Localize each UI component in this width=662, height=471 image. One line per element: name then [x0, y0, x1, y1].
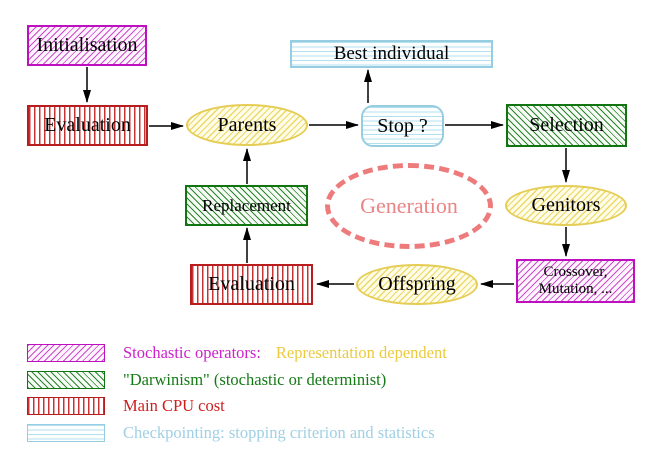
legend-stochastic-operators-label: Stochastic operators: [123, 343, 261, 363]
node-selection: Selection [506, 104, 627, 147]
legend-text-cpu-cost: Main CPU cost [123, 396, 225, 416]
legend: Stochastic operators: Representation depe… [27, 340, 447, 446]
legend-text-stochastic: Stochastic operators: Representation depe… [123, 343, 447, 363]
node-offspring: Offspring [356, 264, 478, 305]
node-initialisation-label: Initialisation [36, 34, 138, 56]
green-hatch-swatch [27, 370, 105, 389]
node-genitors-label: Genitors [531, 194, 601, 216]
legend-main-cpu-cost-label: Main CPU cost [123, 396, 225, 416]
cyan-stripes-swatch [27, 423, 105, 442]
legend-row-checkpointing: Checkpointing: stopping criterion and st… [27, 420, 447, 447]
legend-row-cpu-cost: Main CPU cost [27, 393, 447, 420]
node-parents-label: Parents [217, 113, 277, 136]
red-stripes-swatch [27, 397, 105, 416]
legend-row-darwinism: "Darwinism" (stochastic or determinist) [27, 367, 447, 394]
node-generation: Generation [325, 163, 493, 249]
node-parents: Parents [186, 104, 308, 146]
node-crossover-line1: Crossover, [543, 263, 608, 280]
node-offspring-label: Offspring [378, 273, 456, 295]
node-stop-label: Stop ? [377, 114, 428, 137]
legend-darwinism-label: "Darwinism" (stochastic or determinist) [123, 369, 387, 389]
node-evaluation-top-label: Evaluation [44, 114, 131, 136]
node-best-individual-label: Best individual [333, 43, 450, 65]
node-replacement-label: Replacement [202, 195, 291, 215]
node-genitors: Genitors [505, 185, 627, 226]
legend-row-stochastic: Stochastic operators: Representation depe… [27, 340, 447, 367]
magenta-hatch-swatch [27, 344, 105, 363]
node-generation-label: Generation [360, 193, 458, 218]
node-selection-label: Selection [529, 114, 604, 136]
legend-representation-dependent-label: Representation dependent [275, 343, 447, 363]
legend-text-darwinism: "Darwinism" (stochastic or determinist) [123, 370, 386, 390]
node-initialisation: Initialisation [27, 25, 147, 66]
node-best-individual: Best individual [290, 40, 493, 68]
node-stop: Stop ? [361, 105, 444, 147]
node-crossover-line2: Mutation, ... [538, 281, 613, 297]
node-evaluation-bottom-label: Evaluation [208, 273, 295, 295]
node-replacement: Replacement [185, 185, 308, 226]
node-evaluation-top: Evaluation [27, 105, 148, 146]
node-crossover-mutation: Crossover, Mutation, ... [516, 259, 635, 303]
node-evaluation-bottom: Evaluation [190, 264, 313, 305]
legend-text-checkpointing: Checkpointing: stopping criterion and st… [123, 423, 435, 443]
legend-checkpointing-label: Checkpointing: stopping criterion and st… [123, 422, 435, 442]
